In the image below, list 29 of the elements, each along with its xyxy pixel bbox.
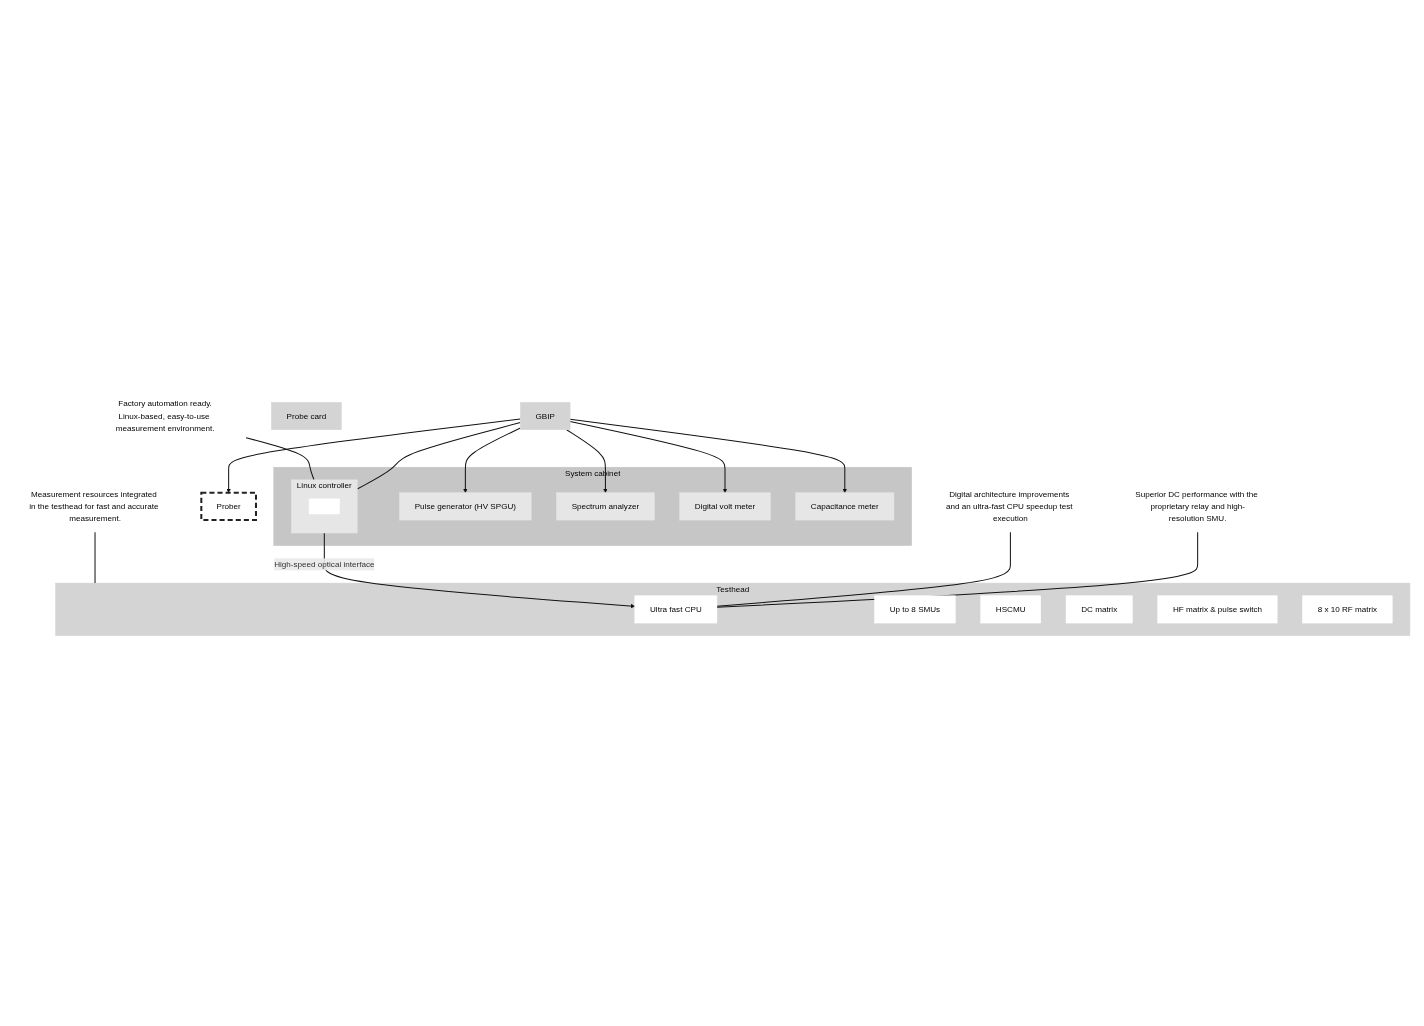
connector	[245, 437, 315, 481]
node-box: HSCMU	[980, 595, 1041, 624]
arrow	[569, 418, 848, 493]
connector	[716, 531, 1011, 607]
node-box: Spectrum analyzer	[556, 492, 655, 521]
node-box: DC matrix	[1065, 595, 1133, 624]
node-text: Factory automation ready. Linux-based, easy-to-use measurement environment.	[115, 399, 215, 433]
node-box: Pulse generator (HV SPGU)	[399, 492, 532, 521]
arrow	[463, 427, 521, 493]
node-box: Prober	[200, 491, 257, 522]
node-box: 8 x 10 RF matrix	[1302, 595, 1393, 624]
arrow	[226, 418, 521, 493]
node-box	[308, 498, 340, 515]
node-box: Digital volt meter	[679, 492, 771, 521]
node-text: Digital architecture improvements and an ultra-fast CPU speedup test execution	[946, 489, 1073, 523]
node-text: Measurement resources integrated in the testhead for fast and accurate measurement.	[29, 489, 159, 523]
node-box: Up to 8 SMUs	[874, 595, 956, 624]
edge-label: High-speed optical interface	[274, 559, 375, 569]
connector	[356, 422, 521, 490]
node-box: Ultra fast CPU	[634, 595, 718, 624]
node-box: HF matrix & pulse switch	[1157, 595, 1278, 624]
node-box: Capacitance meter	[795, 492, 895, 521]
arrow	[323, 532, 635, 609]
node-box: Probe card	[271, 402, 342, 430]
cluster: Linux controller	[291, 479, 358, 534]
node-text: Superior DC performance with the proprietary relay and high-resolution SMU.	[1135, 489, 1258, 523]
node-box: GBIP	[520, 402, 571, 430]
arrow	[569, 420, 728, 493]
arrow	[566, 429, 608, 493]
